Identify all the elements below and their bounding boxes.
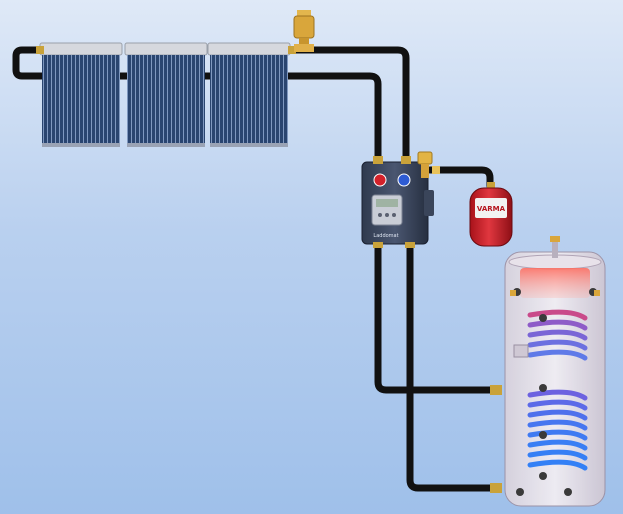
tank-port	[539, 431, 547, 439]
pump-station: Laddomat	[361, 156, 434, 248]
tank-port	[539, 384, 547, 392]
controller-button-1	[378, 213, 382, 217]
controller-display	[376, 199, 398, 207]
tank-upper-pipe	[374, 241, 497, 394]
station-brand: Laddomat	[373, 233, 398, 239]
tank-lower-pipe	[406, 241, 497, 492]
sensor-pocket	[513, 344, 529, 358]
collector-panel-2	[124, 42, 208, 147]
collector-loop-pipe	[12, 46, 382, 169]
tank-port	[539, 314, 547, 322]
tank-port	[516, 488, 524, 496]
hot-thermometer-icon	[373, 173, 387, 187]
controller-button-2	[385, 213, 389, 217]
tank-port	[539, 472, 547, 480]
vessel-pipe	[426, 166, 494, 190]
collector-fitting-right	[288, 46, 296, 54]
collector-fitting-left	[36, 46, 44, 54]
cold-thermometer-icon	[397, 173, 411, 187]
vessel-label	[475, 198, 507, 218]
tank-port	[564, 488, 572, 496]
hot-water-zone	[520, 268, 590, 298]
air-vent-valve	[293, 10, 315, 52]
storage-tank	[490, 236, 606, 507]
lower-heating-coil	[527, 389, 588, 471]
upper-heating-coil	[527, 309, 588, 361]
collector-flow-pipe	[291, 46, 410, 169]
controller-button-3	[392, 213, 396, 217]
solar-collectors	[36, 42, 296, 147]
expansion-vessel: VARMA	[469, 182, 513, 247]
tank-fitting-upper	[490, 385, 502, 395]
vessel-brand: VARMA	[477, 205, 506, 213]
collector-panel-3	[207, 42, 291, 147]
pipe-network	[12, 46, 497, 492]
collector-panel-1	[39, 42, 123, 147]
safety-valve	[417, 151, 440, 178]
tank-fitting-lower	[490, 483, 502, 493]
